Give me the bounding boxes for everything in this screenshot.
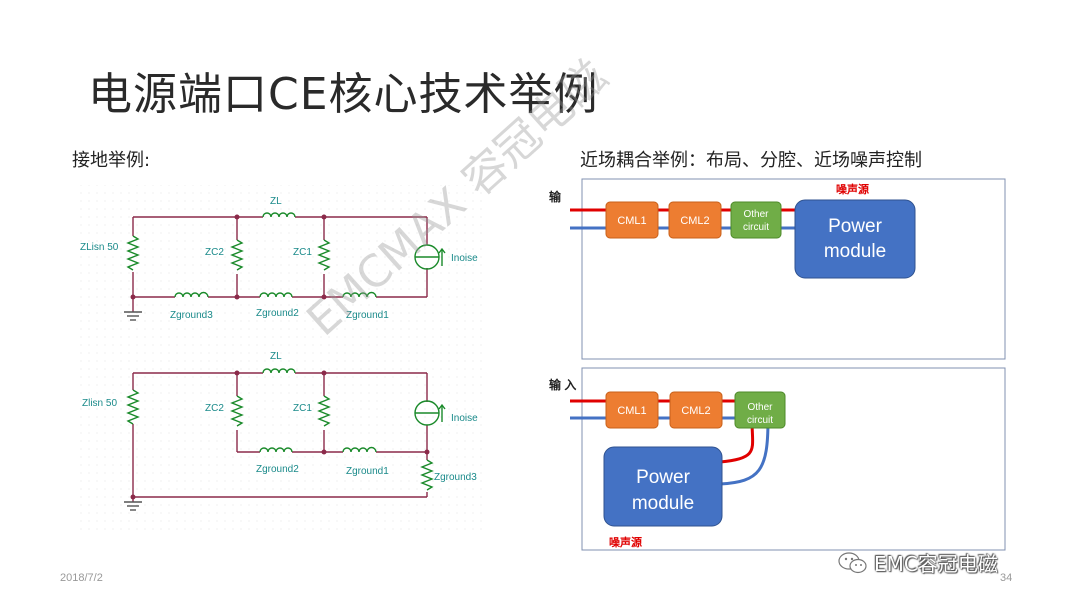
input-label-bottom: 输 入 <box>549 377 576 392</box>
page-number: 34 <box>1000 572 1013 584</box>
noise-label-bottom: 噪声源 <box>609 535 642 549</box>
near-field-layouts: 输 噪声源 CML1 CML2 Other circuit Power modu… <box>549 178 1006 551</box>
label-zground2-2: Zground2 <box>256 464 299 475</box>
other-label-bottom-1: Other <box>747 402 773 413</box>
other-label-top-2: circuit <box>743 222 769 233</box>
label-zground3: Zground3 <box>170 310 213 321</box>
grounding-heading: 接地举例: <box>72 150 151 171</box>
cml2-label-top: CML2 <box>680 215 709 227</box>
cml1-label-top: CML1 <box>617 215 646 227</box>
label-inoise-2: Inoise <box>451 413 478 424</box>
label-zl: ZL <box>270 196 282 207</box>
cml1-label-bottom: CML1 <box>617 405 646 417</box>
label-zc1-2: ZC1 <box>293 403 312 414</box>
cml2-block-bottom <box>669 391 723 429</box>
label-zc2-2: ZC2 <box>205 403 224 414</box>
layout-panel-top <box>581 178 1006 360</box>
top-circuit <box>124 212 446 321</box>
bottom-circuit-labels: ZL Zlisn 50 ZC2 ZC1 Inoise Zground2 Zgro… <box>82 351 478 483</box>
power-label-top-2: module <box>824 241 886 262</box>
page-title: 电源端口CE核心技术举例 <box>88 69 599 120</box>
label-zground2: Zground2 <box>256 308 299 319</box>
power-label-bottom-1: Power <box>636 467 691 488</box>
noise-label-top: 噪声源 <box>836 182 869 196</box>
power-label-top-1: Power <box>828 216 883 237</box>
label-zc1: ZC1 <box>293 247 312 258</box>
label-zground1: Zground1 <box>346 310 389 321</box>
label-zc2: ZC2 <box>205 247 224 258</box>
label-zl-2: ZL <box>270 351 282 362</box>
other-label-bottom-2: circuit <box>747 415 773 426</box>
label-zlisn: ZLisn 50 <box>80 242 119 253</box>
footer-date: 2018/7/2 <box>60 572 103 584</box>
power-block-top <box>794 199 916 279</box>
brand-name: EMC容冠电磁 <box>874 552 998 576</box>
input-label-top: 输 <box>549 189 562 204</box>
cml1-block-top <box>605 201 659 239</box>
label-zground1-2: Zground1 <box>346 466 389 477</box>
cml1-block-bottom <box>605 391 659 429</box>
top-circuit-labels: ZL ZLisn 50 ZC2 ZC1 Inoise Zground3 Zgro… <box>80 196 478 321</box>
power-label-bottom-2: module <box>632 493 694 514</box>
label-inoise: Inoise <box>451 253 478 264</box>
label-zlisn-2: Zlisn 50 <box>82 398 117 409</box>
grounding-circuits: ZL ZLisn 50 ZC2 ZC1 Inoise Zground3 Zgro… <box>75 185 485 530</box>
power-block-bottom <box>603 446 723 527</box>
cml2-label-bottom: CML2 <box>681 405 710 417</box>
brand-badge: EMC容冠电磁 <box>838 548 998 577</box>
other-label-top-1: Other <box>743 209 769 220</box>
near-field-heading: 近场耦合举例：布局、分腔、近场噪声控制 <box>580 150 922 171</box>
wechat-icon <box>838 551 867 573</box>
other-block-bottom <box>734 391 786 429</box>
bottom-circuit <box>124 368 446 511</box>
other-block-top <box>730 201 782 239</box>
layout-panel-bottom <box>581 367 1006 551</box>
label-zground3-2: Zground3 <box>434 472 477 483</box>
cml2-block-top <box>668 201 722 239</box>
